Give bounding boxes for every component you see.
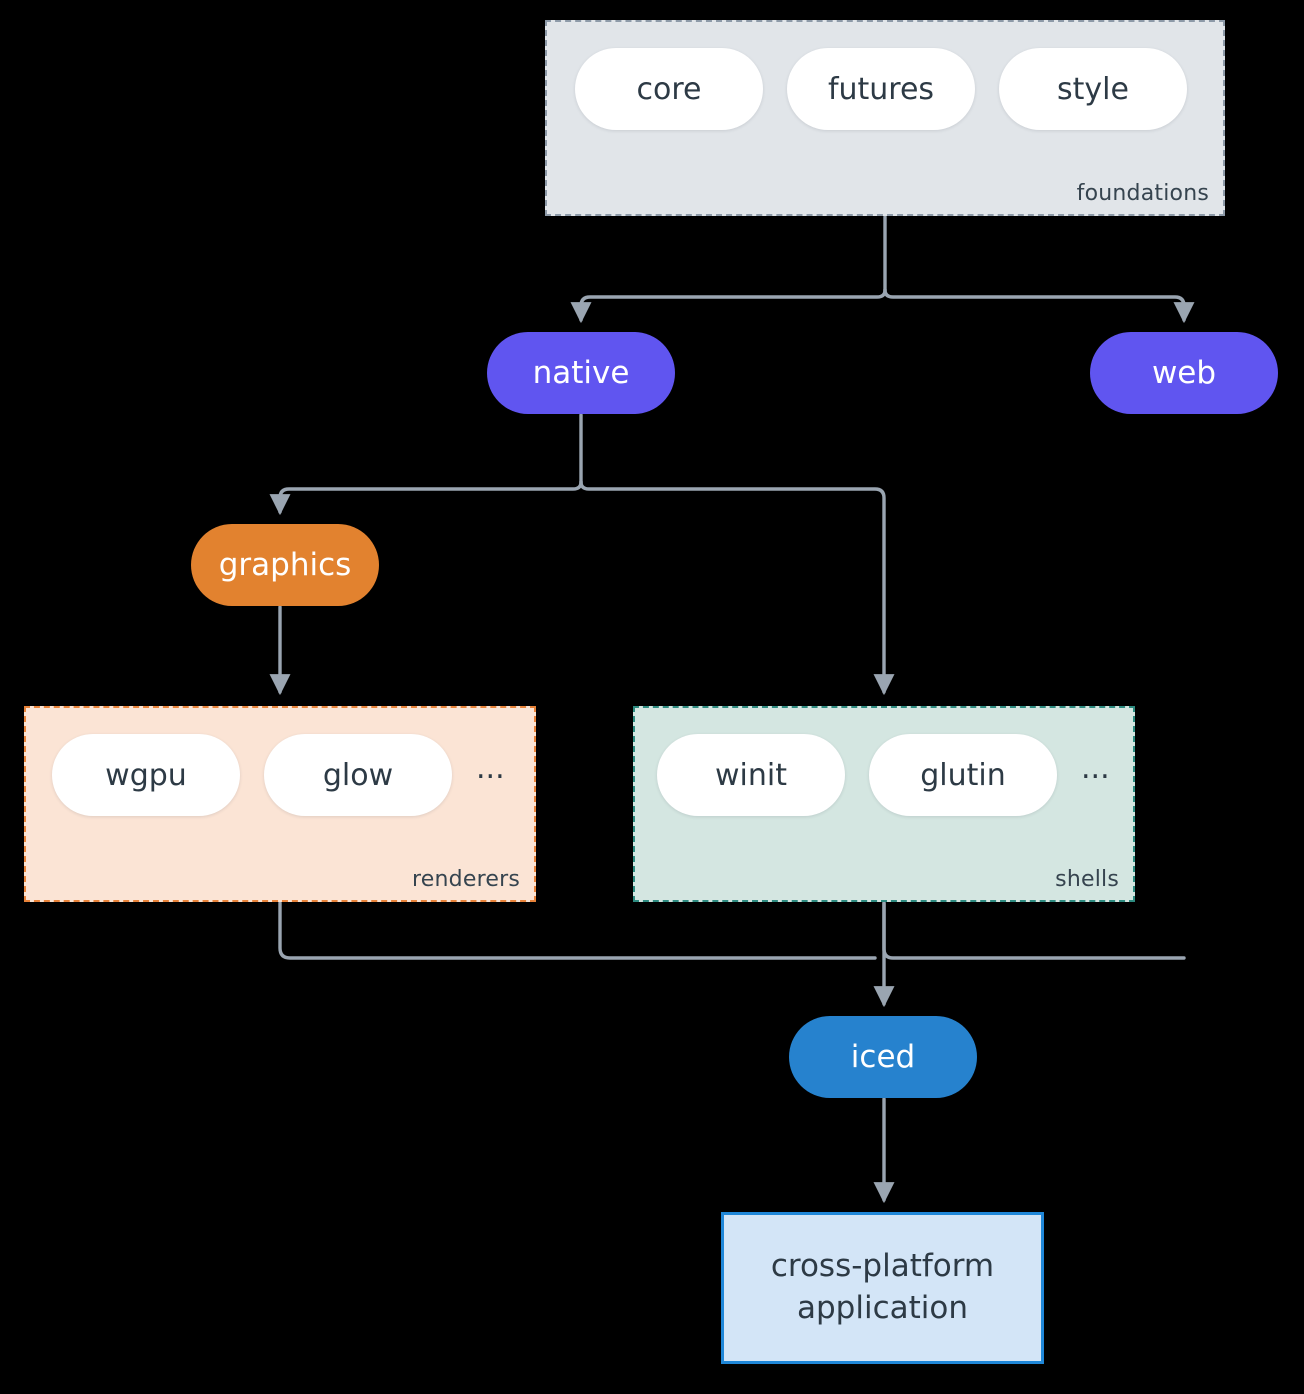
node-iced[interactable]: iced: [789, 1016, 977, 1098]
member-pill-wgpu[interactable]: wgpu: [52, 734, 240, 816]
shells-overflow-ellipsis: ...: [1081, 751, 1110, 786]
application-line-2: application: [797, 1290, 968, 1326]
member-pill-glutin[interactable]: glutin: [869, 734, 1057, 816]
member-pill-style[interactable]: style: [999, 48, 1187, 130]
cluster-label-shells: shells: [1055, 867, 1119, 892]
node-native[interactable]: native: [487, 332, 675, 414]
cluster-shells: winit glutin ... shells: [633, 706, 1135, 902]
member-pill-core[interactable]: core: [575, 48, 763, 130]
application-line-1: cross-platform: [770, 1248, 995, 1285]
node-graphics[interactable]: graphics: [191, 524, 379, 606]
renderers-overflow-ellipsis: ...: [476, 751, 505, 786]
member-pill-glow[interactable]: glow: [264, 734, 452, 816]
cluster-label-foundations: foundations: [1076, 181, 1209, 206]
box-cross-platform-application[interactable]: cross-platform application: [721, 1212, 1044, 1364]
member-pill-futures[interactable]: futures: [787, 48, 975, 130]
edge-foundations-to-native: [570, 288, 887, 324]
cluster-foundations: core futures style foundations: [545, 20, 1225, 216]
cluster-label-renderers: renderers: [412, 867, 520, 892]
edge-native-to-graphics: [269, 480, 583, 516]
node-web[interactable]: web: [1090, 332, 1278, 414]
cluster-renderers: wgpu glow ... renderers: [24, 706, 536, 902]
shells-member-row: winit glutin ...: [657, 734, 1110, 816]
foundations-member-row: core futures style: [575, 48, 1187, 130]
edge-web-to-iced: [882, 901, 1186, 960]
member-pill-winit[interactable]: winit: [657, 734, 845, 816]
edge-renderers-to-iced: [278, 901, 877, 960]
edge-native-to-shells: [579, 480, 895, 696]
renderers-member-row: wgpu glow ...: [52, 734, 505, 816]
edge-foundations-to-web: [883, 288, 1195, 324]
